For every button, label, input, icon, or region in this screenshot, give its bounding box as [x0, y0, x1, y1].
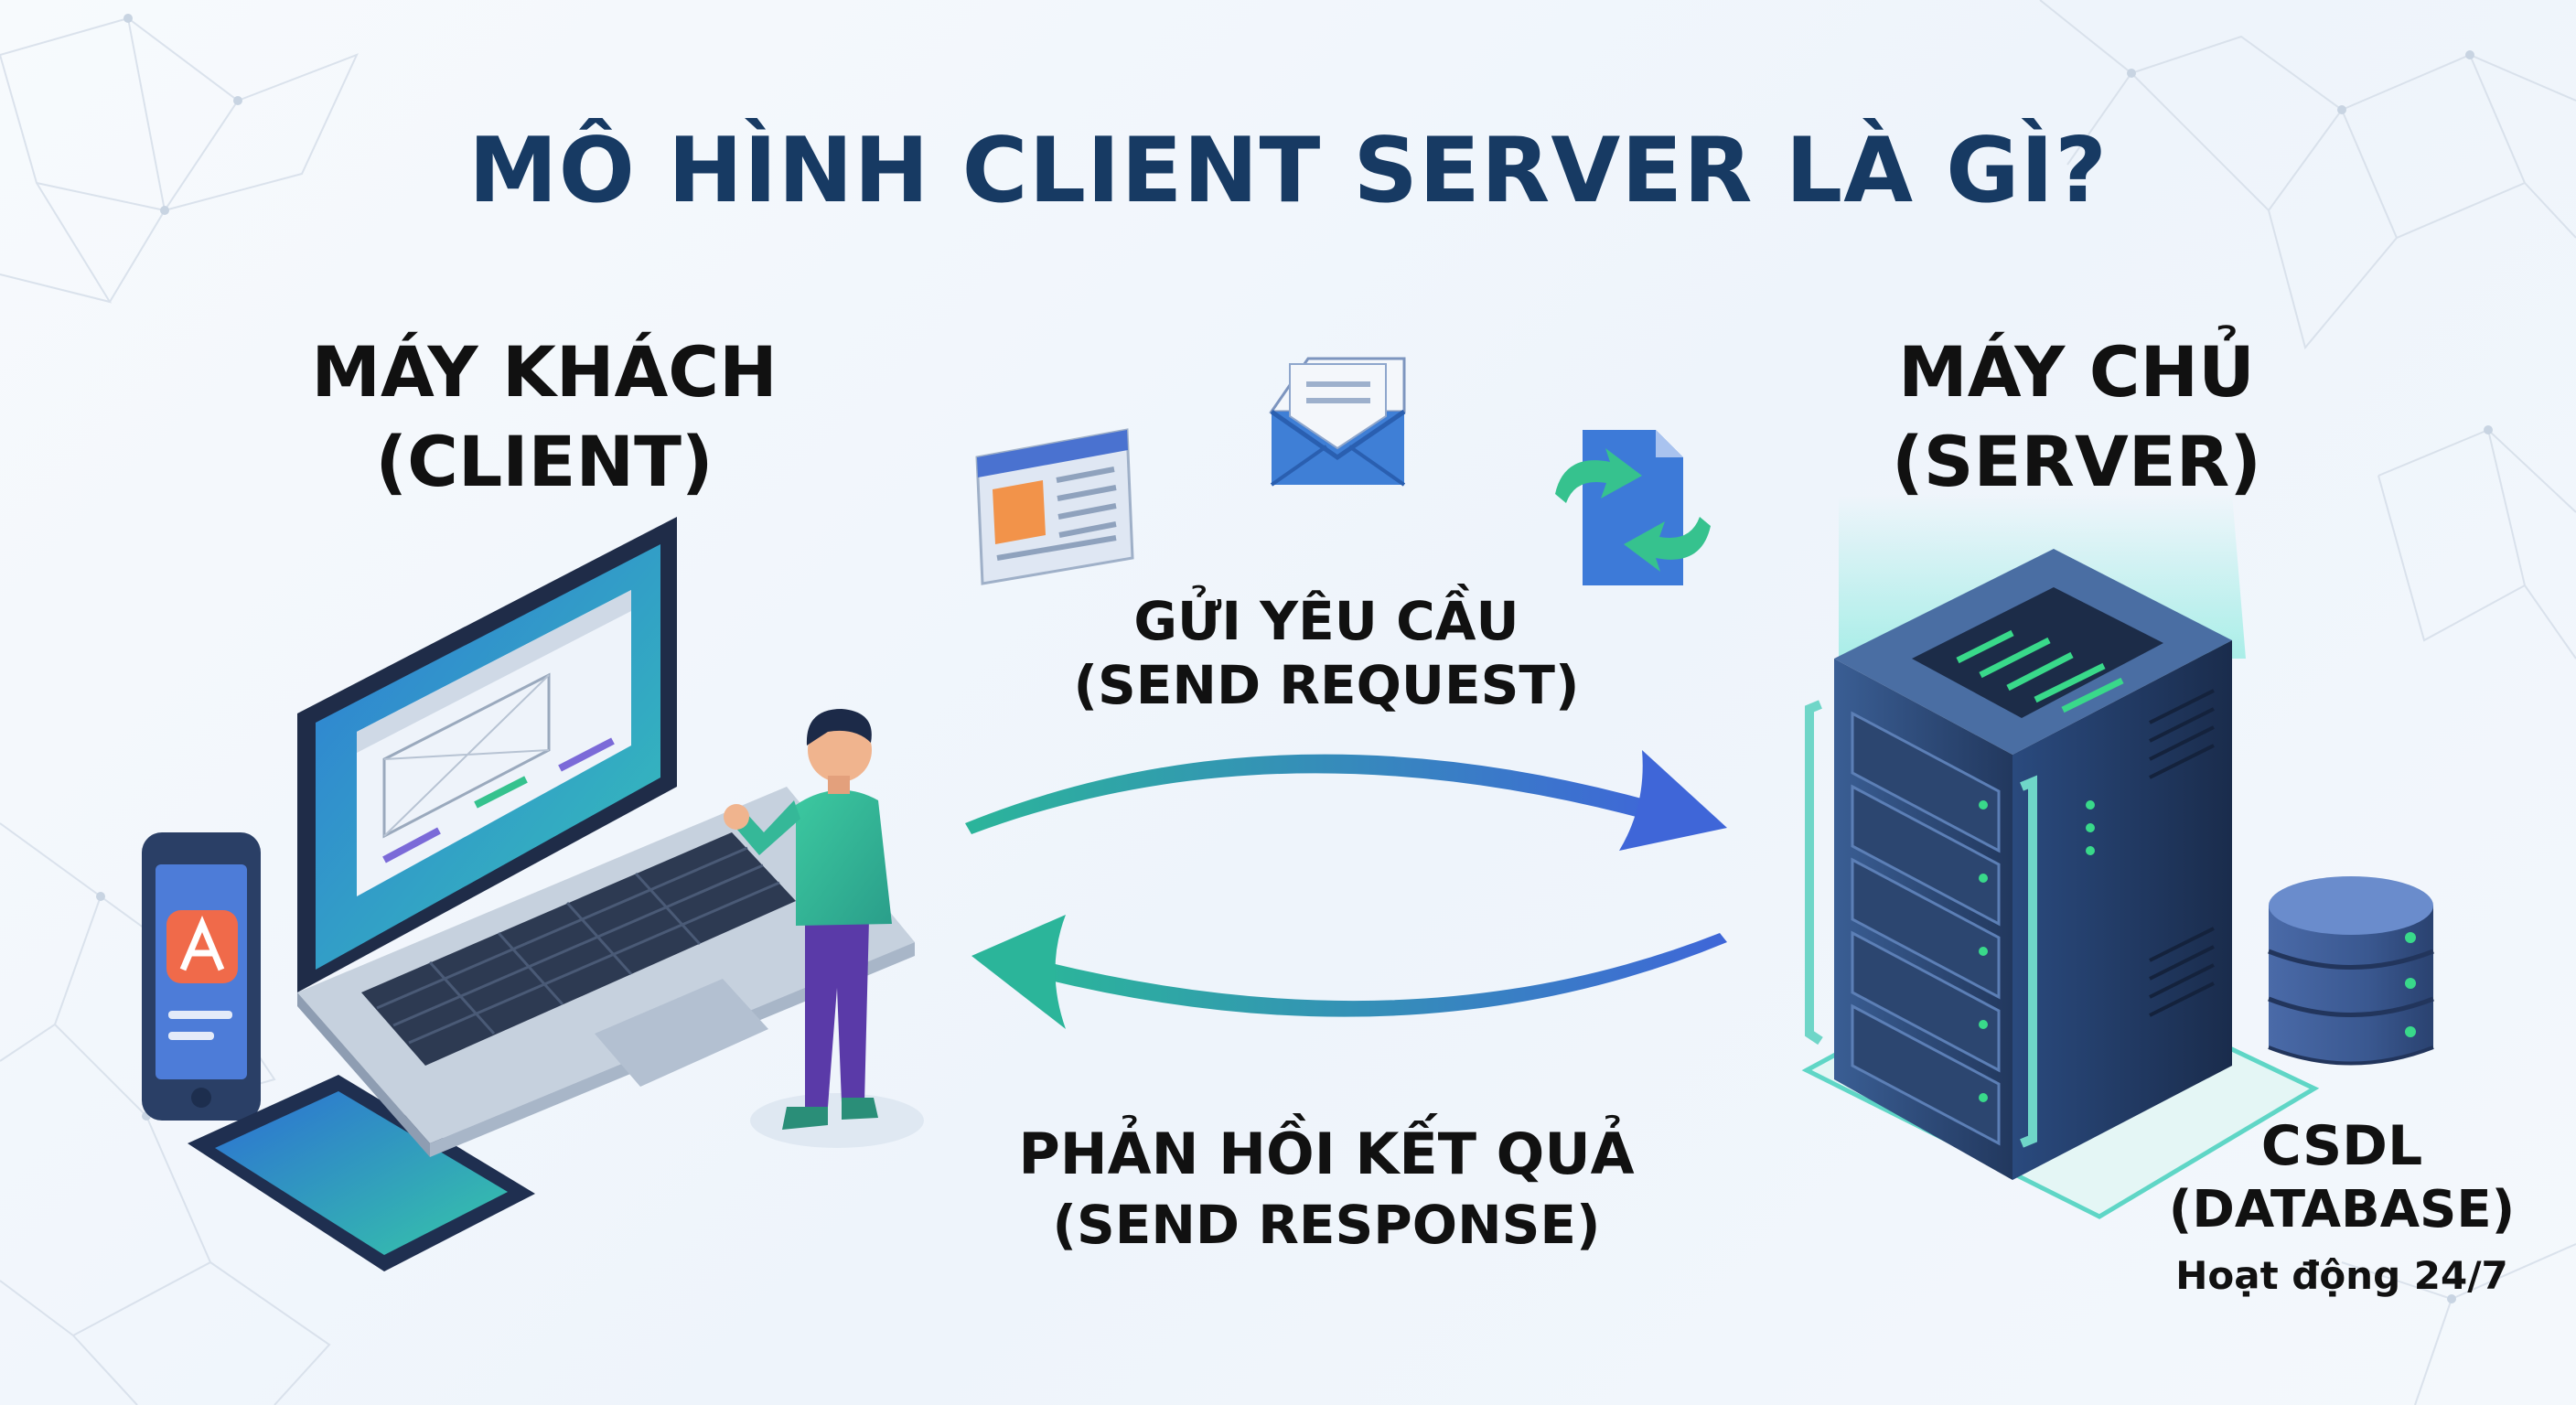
webpage-icon — [975, 428, 1134, 585]
server-rack-icon — [1801, 494, 2320, 1219]
database-label: CSDL — [2260, 1114, 2423, 1178]
client-title: MÁY KHÁCH — [311, 331, 778, 413]
request-sublabel: (SEND REQUEST) — [1073, 654, 1580, 716]
email-icon — [1269, 357, 1406, 487]
request-arrow — [965, 750, 1727, 851]
response-sublabel: (SEND RESPONSE) — [1052, 1194, 1601, 1256]
document-sync-icon — [1555, 430, 1711, 585]
database-sublabel: (DATABASE) — [2168, 1180, 2516, 1239]
response-arrow — [971, 915, 1727, 1029]
database-uptime: Hoạt động 24/7 — [2175, 1253, 2508, 1298]
database-icon — [2268, 876, 2434, 1066]
request-label: GỬI YÊU CẦU — [1133, 590, 1519, 652]
person-icon — [724, 709, 924, 1148]
tablet-icon — [188, 1075, 535, 1271]
laptop-icon — [297, 517, 915, 1157]
server-subtitle: (SERVER) — [1892, 421, 2261, 502]
smartphone-icon — [142, 832, 261, 1121]
server-title: MÁY CHỦ — [1898, 331, 2255, 413]
client-subtitle: (CLIENT) — [375, 421, 714, 502]
response-label: PHẢN HỒI KẾT QUẢ — [1018, 1121, 1635, 1187]
page-title: MÔ HÌNH CLIENT SERVER LÀ GÌ? — [468, 119, 2108, 223]
